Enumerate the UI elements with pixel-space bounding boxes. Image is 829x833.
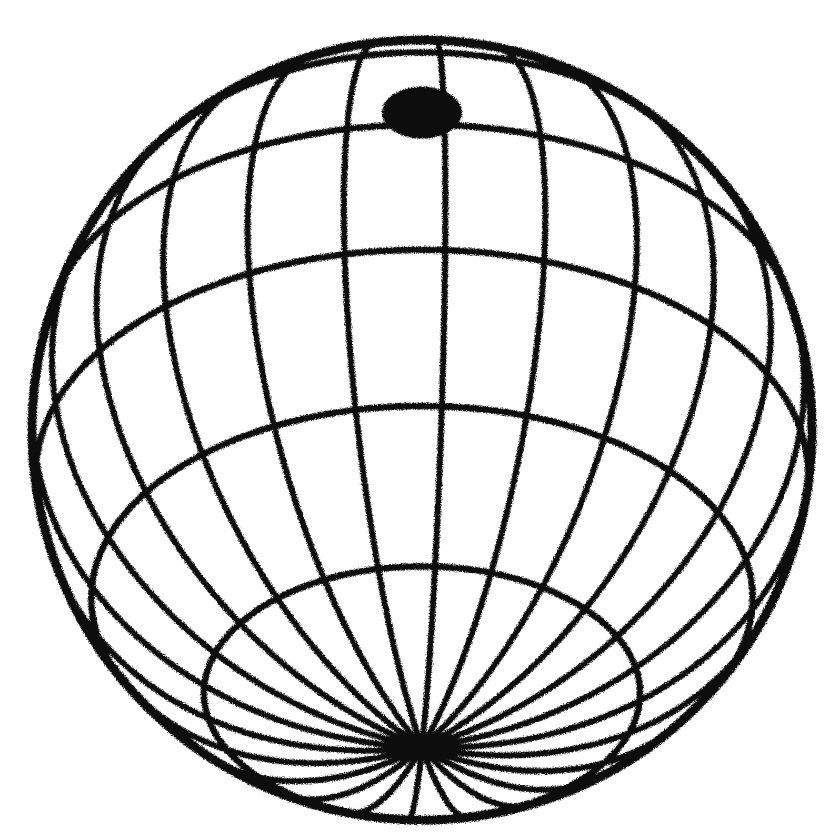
parallel-line xyxy=(422,250,808,498)
meridian-line xyxy=(97,136,422,747)
sphere-lines-group xyxy=(32,40,812,820)
meridian-line xyxy=(33,383,422,747)
meridian-line xyxy=(422,40,445,747)
meridian-line xyxy=(163,84,422,748)
meridian-line xyxy=(422,299,804,748)
north-pole-cap xyxy=(382,87,462,139)
parallel-line xyxy=(204,566,640,820)
parallel-line xyxy=(422,406,753,685)
